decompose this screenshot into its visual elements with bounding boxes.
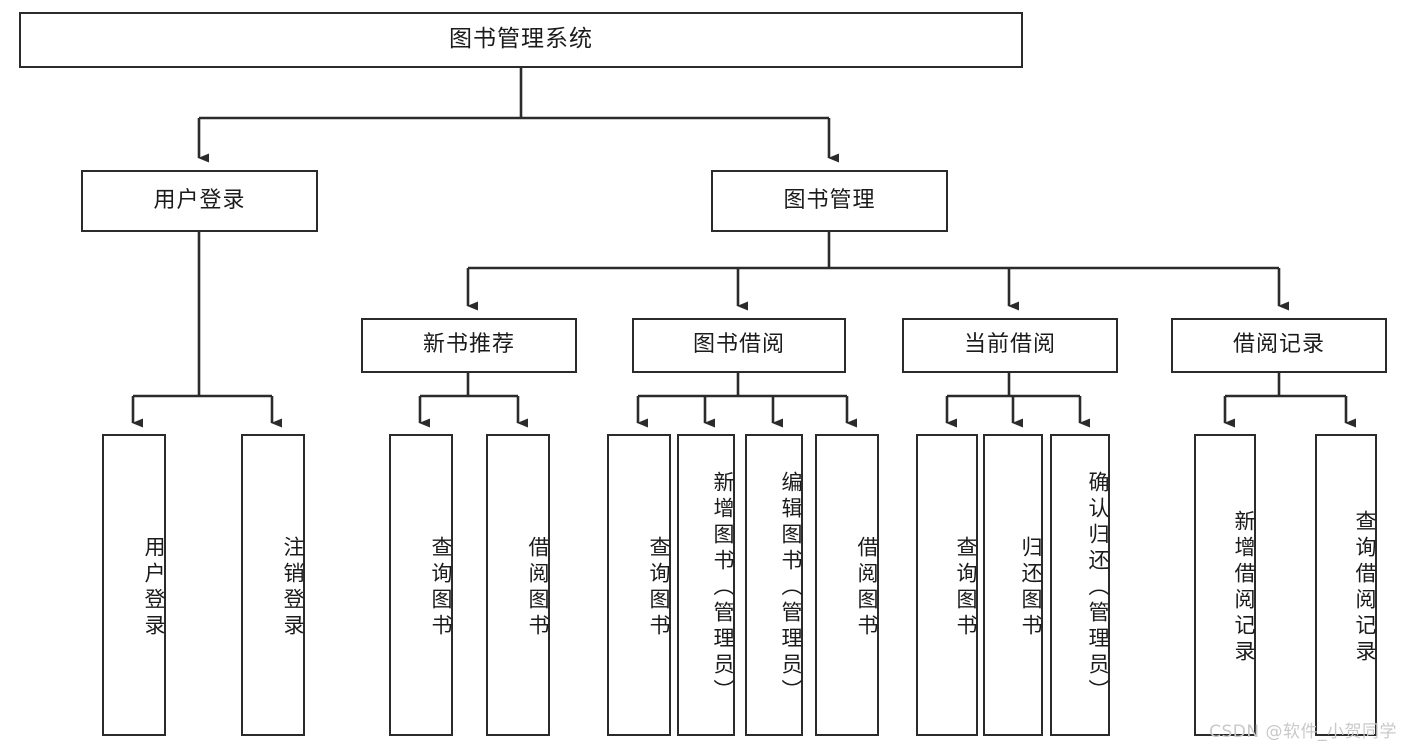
node-level3-borrow-records[interactable]: 借阅记录 [1171, 318, 1387, 373]
node-leaf-borrow-book-2[interactable]: 借阅图书 [815, 434, 879, 736]
node-level3-current-borrow[interactable]: 当前借阅 [902, 318, 1118, 373]
node-leaf-user-login[interactable]: 用户登录 [102, 434, 166, 736]
node-leaf-query-book-1[interactable]: 查询图书 [389, 434, 453, 736]
node-label: 查询图书 [954, 536, 978, 640]
node-level2-user-login[interactable]: 用户登录 [81, 170, 318, 232]
node-level3-new-book-recommend[interactable]: 新书推荐 [361, 318, 577, 373]
node-leaf-borrow-book-1[interactable]: 借阅图书 [486, 434, 550, 736]
node-leaf-return-book[interactable]: 归还图书 [983, 434, 1043, 736]
node-leaf-logout[interactable]: 注销登录 [241, 434, 305, 736]
node-label: 借阅图书 [526, 536, 550, 640]
node-label: 归还图书 [1019, 536, 1043, 640]
node-leaf-query-book-3[interactable]: 查询图书 [916, 434, 978, 736]
node-leaf-add-borrow-record[interactable]: 新增借阅记录 [1194, 434, 1256, 736]
node-label: 当前借阅 [963, 332, 1056, 358]
node-label: 查询借阅记录 [1353, 510, 1377, 666]
node-label: 新增借阅记录 [1232, 510, 1256, 666]
node-label: 图书管理 [783, 187, 876, 213]
node-label: 编辑图书（管理员） [779, 471, 803, 705]
node-label: 用户登录 [142, 536, 166, 640]
node-label: 查询图书 [429, 536, 453, 640]
node-leaf-add-book-admin[interactable]: 新增图书（管理员） [677, 434, 735, 736]
node-label: 借阅记录 [1232, 332, 1325, 358]
node-leaf-confirm-return-admin[interactable]: 确认归还（管理员） [1050, 434, 1110, 736]
node-leaf-edit-book-admin[interactable]: 编辑图书（管理员） [745, 434, 803, 736]
node-level3-book-borrow[interactable]: 图书借阅 [632, 318, 846, 373]
node-label: 新增图书（管理员） [711, 471, 735, 705]
node-label: 借阅图书 [855, 536, 879, 640]
node-label: 图书借阅 [692, 332, 785, 358]
node-label: 确认归还（管理员） [1086, 471, 1110, 705]
node-label: 新书推荐 [422, 332, 515, 358]
node-level2-book-management[interactable]: 图书管理 [711, 170, 948, 232]
node-label: 查询图书 [647, 536, 671, 640]
node-label: 用户登录 [153, 187, 246, 213]
node-root[interactable]: 图书管理系统 [19, 12, 1023, 68]
node-leaf-query-book-2[interactable]: 查询图书 [607, 434, 671, 736]
node-leaf-query-borrow-record[interactable]: 查询借阅记录 [1315, 434, 1377, 736]
node-root-label: 图书管理系统 [449, 26, 593, 53]
node-label: 注销登录 [281, 536, 305, 640]
